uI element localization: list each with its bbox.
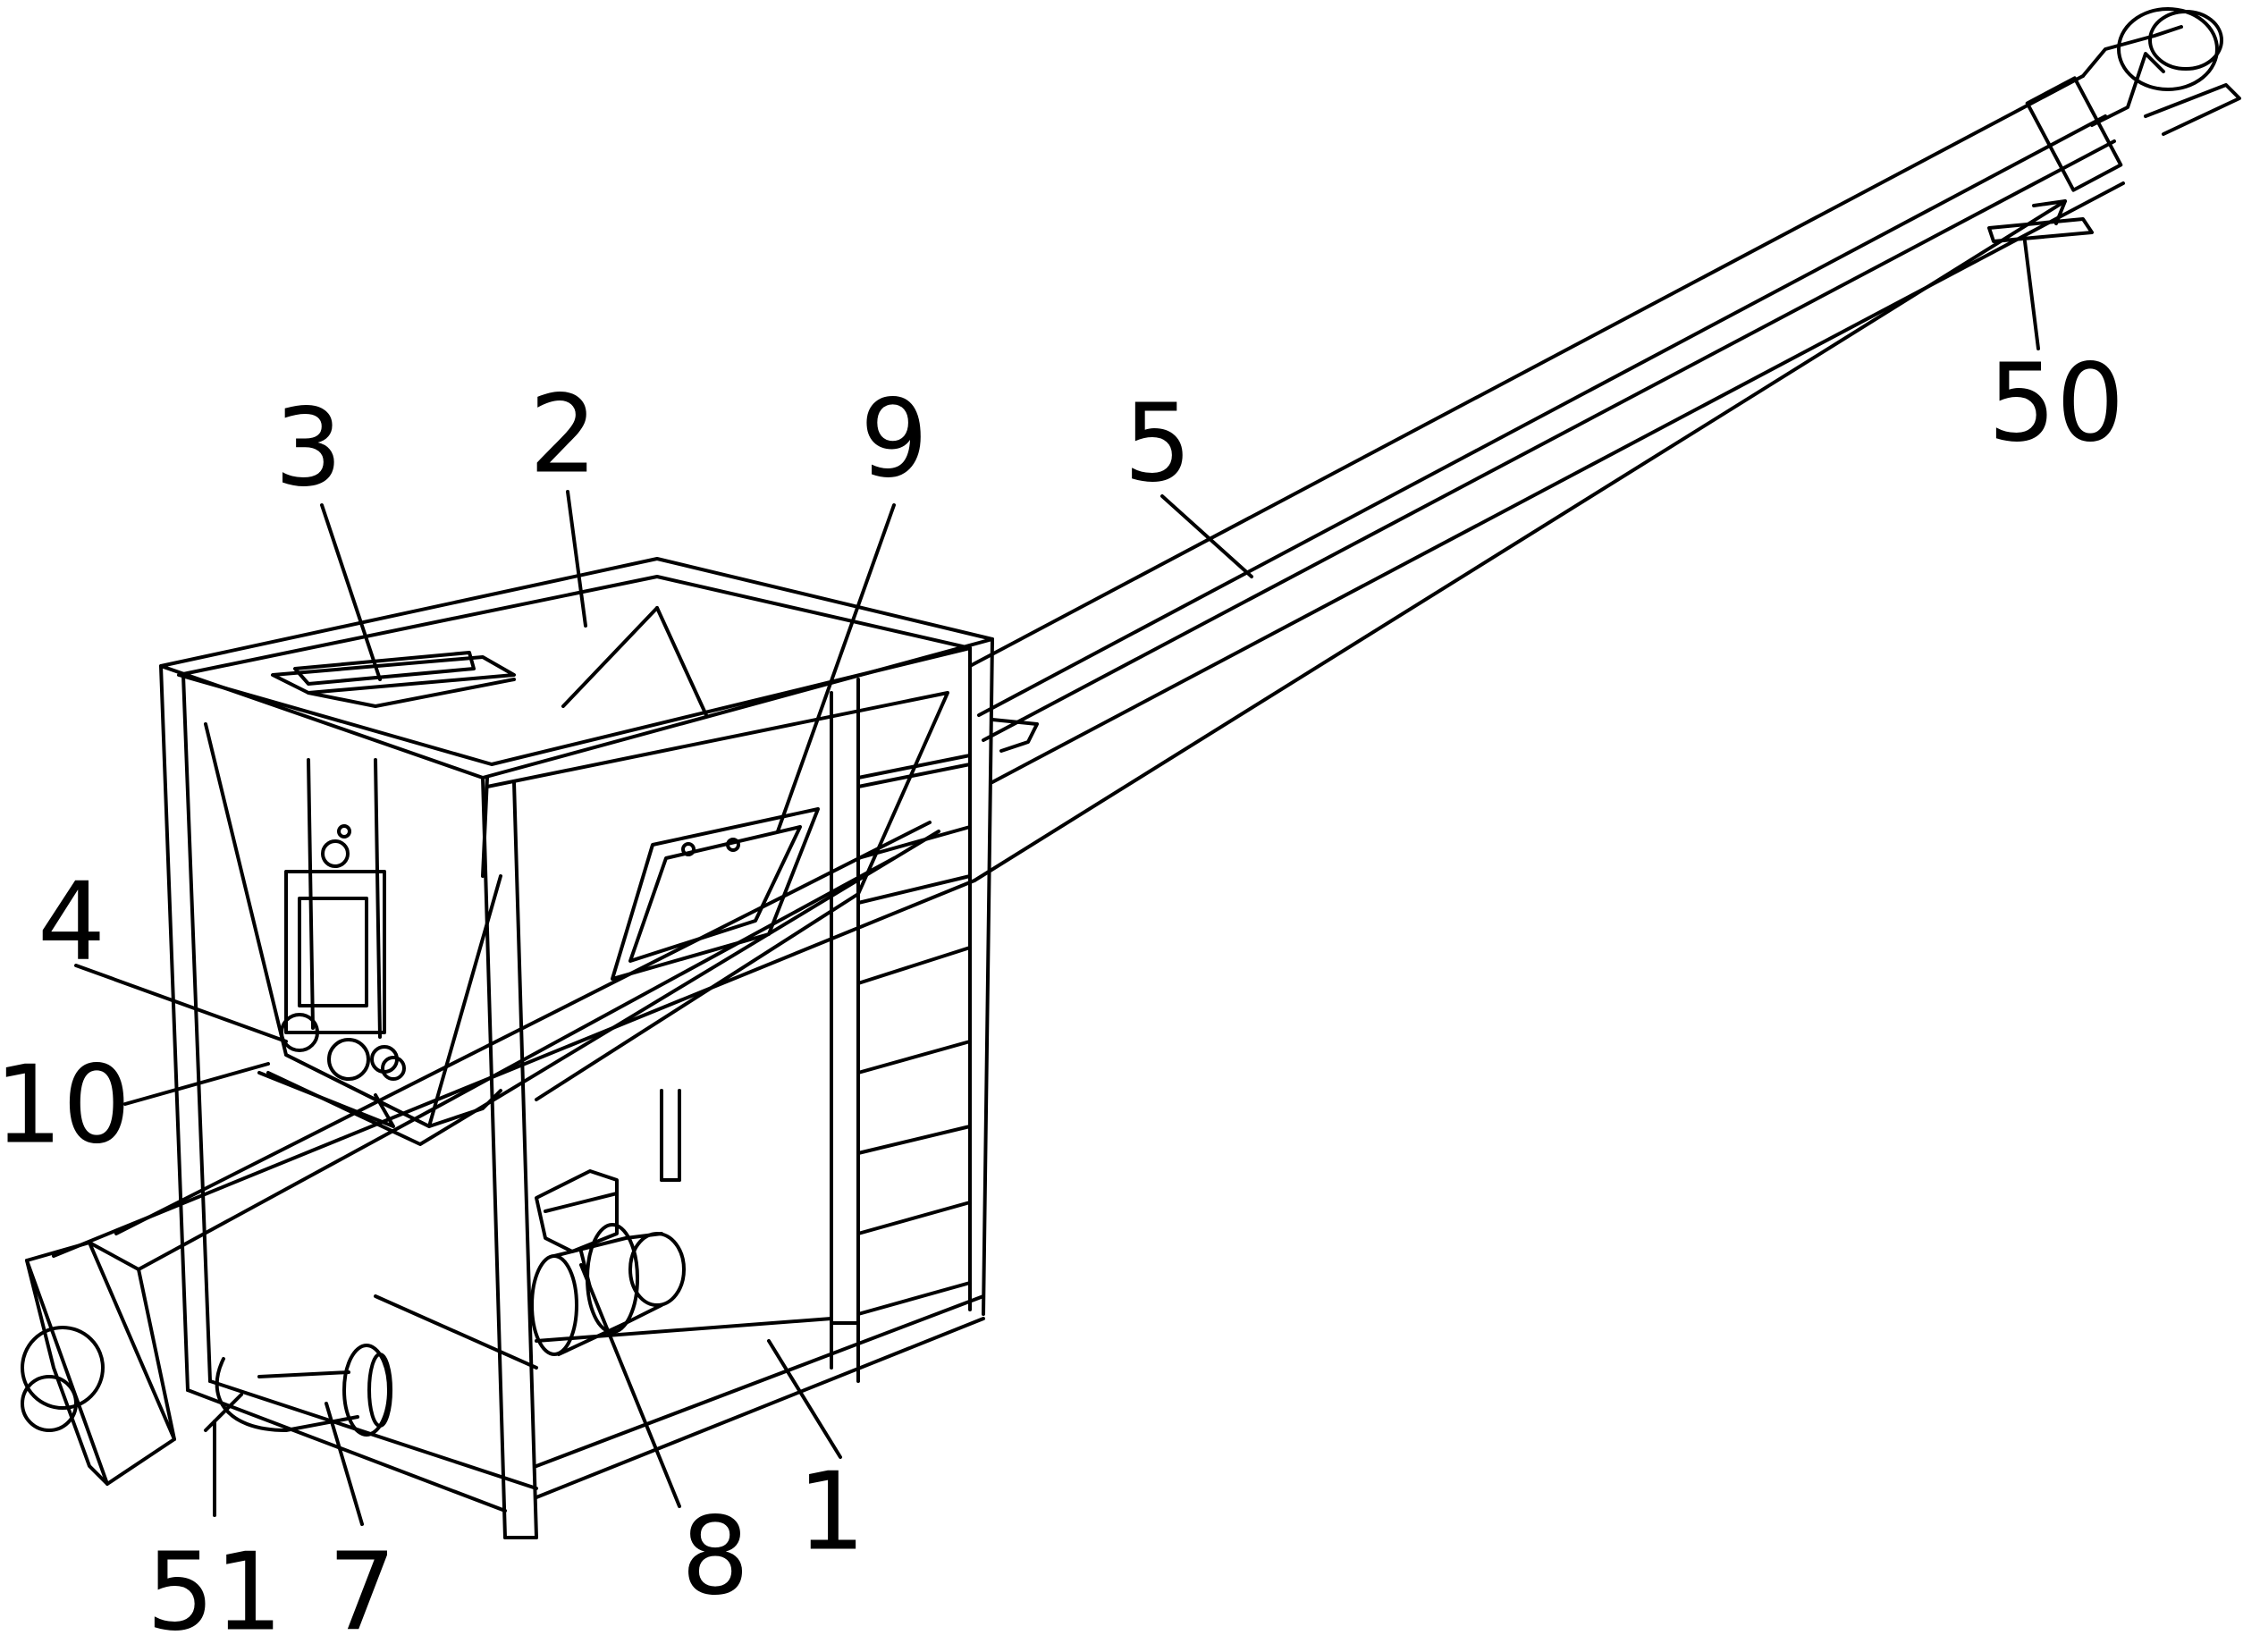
ladder bbox=[856, 754, 972, 1316]
support-legs bbox=[660, 718, 1039, 1182]
callout-1: 1 bbox=[797, 1451, 865, 1575]
inclined-conveyor-tube bbox=[52, 74, 2125, 1271]
callout-8: 8 bbox=[681, 1496, 749, 1620]
hopper-body bbox=[204, 606, 949, 1146]
inlet-pipe bbox=[204, 1344, 392, 1437]
callout-50: 50 bbox=[1988, 342, 2125, 467]
callout-3: 3 bbox=[274, 387, 342, 511]
inspection-window bbox=[611, 807, 820, 981]
callout-51: 51 bbox=[147, 1531, 283, 1652]
upper-drive-motor bbox=[2025, 7, 2241, 192]
lower-end-housing bbox=[21, 1241, 176, 1486]
callout-4: 4 bbox=[38, 861, 105, 985]
discharge-outlet bbox=[1987, 199, 2094, 243]
callout-7: 7 bbox=[328, 1531, 396, 1652]
feed-port bbox=[271, 651, 516, 708]
leader-lines bbox=[74, 240, 2040, 1526]
callout-10: 10 bbox=[0, 1044, 131, 1168]
callout-9: 9 bbox=[860, 378, 928, 502]
callout-2: 2 bbox=[529, 374, 597, 498]
sensor-control-box bbox=[257, 758, 406, 1128]
callout-5: 5 bbox=[1124, 383, 1192, 507]
callout-labels: 1 2 3 4 5 7 8 9 10 50 51 bbox=[0, 342, 2124, 1652]
